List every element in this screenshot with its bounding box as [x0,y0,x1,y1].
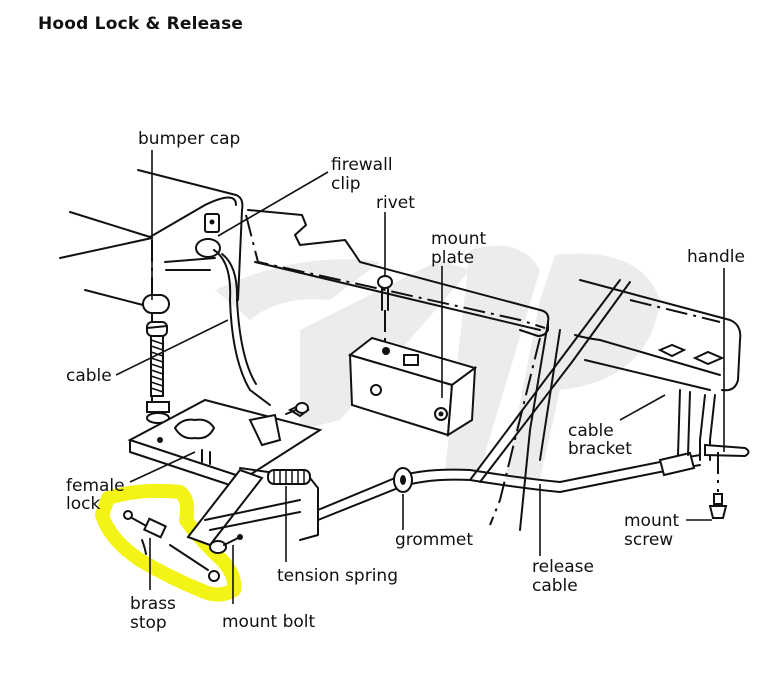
label-tension-spring: tension spring [277,566,398,586]
label-handle: handle [687,247,745,267]
firewall-clip-part [195,213,271,406]
label-cable-bracket-2: bracket [568,439,632,459]
female-lock-part [127,398,323,491]
leader-lines [115,150,725,604]
label-cable-bracket-1: cable [568,421,614,441]
tension-spring-part [186,467,319,547]
label-release-cable-2: cable [532,576,578,596]
brass-stop-part [123,510,220,582]
leader-cable-bracket [619,394,666,421]
leader-female-lock [129,451,196,483]
label-grommet: grommet [395,530,473,550]
label-mount-plate-1: mount [431,229,487,249]
label-female-lock-1: female [66,476,125,496]
label-brass-stop-1: brass [130,594,176,614]
label-mount-screw-1: mount [624,511,680,531]
small-screw-part [285,402,309,415]
handle-part [657,343,750,519]
label-cable: cable [66,366,112,386]
label-mount-bolt: mount bolt [222,612,315,632]
mount-bolt-part [209,534,243,554]
label-mount-plate-2: plate [431,248,474,268]
label-release-cable-1: release [532,557,594,577]
bumper-cap-part [142,294,170,424]
label-firewall-clip-2: clip [331,174,361,194]
label-mount-screw-2: screw [624,530,673,550]
label-firewall-clip-1: firewall [331,155,393,175]
label-brass-stop-2: stop [130,613,167,633]
label-bumper-cap: bumper cap [138,129,240,149]
core-support [245,209,742,531]
rivet-part [377,275,393,345]
leader-cable [115,319,229,376]
leader-firewall-clip [217,171,329,237]
diagram-title: Hood Lock & Release [38,14,244,34]
mount-plate-part [347,336,478,437]
labels: bumper cap firewall clip rivet mount pla… [66,129,745,633]
release-cable-part [317,451,701,521]
label-rivet: rivet [376,193,415,213]
label-female-lock-2: lock [66,494,100,514]
